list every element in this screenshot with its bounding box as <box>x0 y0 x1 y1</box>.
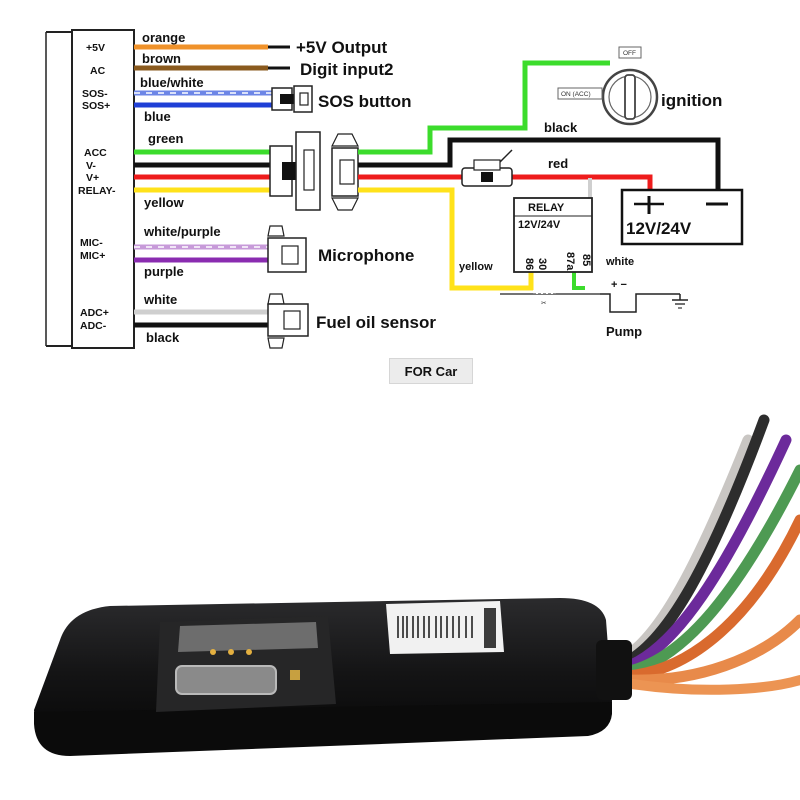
pin-acc: ACC <box>84 147 107 159</box>
ignition-label: ignition <box>661 91 722 110</box>
inline-fuse <box>461 149 513 187</box>
label-red: red <box>548 156 568 171</box>
pump-label: Pump <box>606 324 642 339</box>
pin-5v: +5V <box>86 42 105 54</box>
svg-text:✂: ✂ <box>541 300 547 307</box>
digit-input-label: Digit input2 <box>300 60 393 79</box>
wire-green-ignition <box>358 60 610 155</box>
label-green: green <box>148 131 183 146</box>
label-orange: orange <box>142 30 185 45</box>
relay-box <box>513 197 593 273</box>
pin-sos-minus: SOS- <box>82 88 108 100</box>
battery-icon <box>620 188 744 246</box>
battery-voltage: 12V/24V <box>626 219 692 238</box>
label-brown: brown <box>142 51 181 66</box>
relay-pin-85: 85 <box>580 254 592 266</box>
relay-pin-87a: 87a <box>564 252 576 271</box>
label-white: white <box>143 292 177 307</box>
label-black: black <box>544 120 578 135</box>
diagram-caption: FOR Car <box>389 358 473 384</box>
fuel-sensor-connector <box>267 293 309 349</box>
ignition-switch-icon <box>557 46 659 126</box>
pin-adc-minus: ADC- <box>80 320 107 332</box>
pump-icon <box>600 293 688 313</box>
wire-yellow-relay <box>358 187 534 291</box>
microphone-label: Microphone <box>318 246 414 265</box>
main-connector <box>71 29 135 349</box>
pin-adc-plus: ADC+ <box>80 307 109 319</box>
relay-pin-86: 86 <box>523 258 535 270</box>
pin-v-plus: V+ <box>86 172 99 184</box>
label-yellow: yellow <box>144 195 185 210</box>
pin-sos-plus: SOS+ <box>82 100 110 112</box>
label-white-purple: white/purple <box>143 224 221 239</box>
mic-connector <box>267 225 307 273</box>
pin-ac: AC <box>90 65 106 77</box>
wiring-diagram: +5V AC SOS- SOS+ ACC V- V+ RELAY- MIC- M… <box>45 29 744 349</box>
pin-mic-plus: MIC+ <box>80 250 105 262</box>
fuel-sensor-label: Fuel oil sensor <box>316 313 436 332</box>
wire-black-battery <box>358 137 721 190</box>
relay-pin-30: 30 <box>536 258 548 270</box>
sim-slot-icon <box>156 616 336 712</box>
wire-green-relay <box>572 268 585 290</box>
power-connector <box>269 131 359 211</box>
pin-relay-minus: RELAY- <box>78 185 116 197</box>
ignition-on-acc-label: ON (ACC) <box>561 91 591 98</box>
barcode-label <box>386 601 504 654</box>
sos-button-label: SOS button <box>318 92 411 111</box>
label-blue-white: blue/white <box>140 75 204 90</box>
tracker-device-photo <box>34 414 800 756</box>
ignition-off-label: OFF <box>623 50 636 57</box>
label-black-adc: black <box>146 330 180 345</box>
output-5v-label: +5V Output <box>296 38 387 57</box>
device-cables <box>614 414 800 695</box>
wire-red-battery <box>512 174 653 190</box>
label-blue: blue <box>144 109 171 124</box>
label-relay-yellow: yellow <box>459 261 493 273</box>
cut-line-icon: ✂ <box>500 290 600 307</box>
label-purple: purple <box>144 264 184 279</box>
relay-label: RELAY <box>528 202 565 214</box>
sos-connector <box>271 85 313 113</box>
pin-mic-minus: MIC- <box>80 237 103 249</box>
relay-voltage: 12V/24V <box>518 219 561 231</box>
label-relay-white: white <box>605 256 634 268</box>
pin-v-minus: V- <box>86 160 96 172</box>
pump-polarity: + − <box>611 279 627 291</box>
